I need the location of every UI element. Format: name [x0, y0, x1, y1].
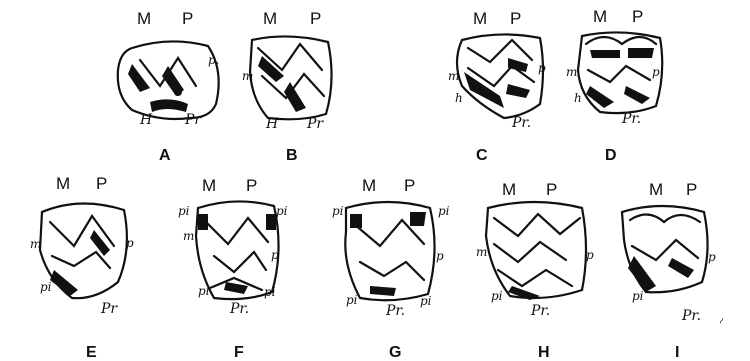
molar-drawing-e: [40, 203, 127, 298]
figure-letter-a: A: [159, 148, 171, 164]
label-p-small-f: p: [271, 249, 279, 261]
label-m-small-f: m: [183, 230, 194, 242]
molar-drawing-d: [578, 32, 662, 113]
label-m-small-d: m: [566, 66, 577, 78]
label-pi-i: pi: [632, 290, 644, 302]
label-m-b: M: [263, 10, 277, 27]
label-h-small-c: h: [455, 92, 463, 104]
molar-drawing-c: [457, 34, 543, 118]
label-p-c: P: [510, 10, 521, 27]
label-p-d: P: [632, 8, 643, 25]
label-p-g: P: [404, 177, 415, 194]
label-pr-a: Pr: [185, 113, 201, 127]
label-pi-bottom-left-g: pi: [346, 294, 358, 306]
label-pi-top-left-g: pi: [332, 205, 344, 217]
molar-drawing-i: [622, 206, 708, 292]
label-m-f: M: [202, 177, 216, 194]
label-m-d: M: [593, 8, 607, 25]
label-p-small-d: p: [652, 66, 660, 78]
label-p-small-c: p: [538, 62, 546, 74]
label-pi-h: pi: [491, 290, 503, 302]
label-h-small-d: h: [574, 92, 582, 104]
figure-letter-d: D: [605, 148, 617, 164]
figure-letter-e: E: [86, 345, 97, 361]
label-h-a: H: [140, 113, 152, 127]
label-m-i: M: [649, 181, 663, 198]
label-pr-e: Pr: [101, 302, 117, 316]
label-p-small-g: p: [436, 250, 444, 262]
label-pi-top-right-f: pi: [276, 205, 288, 217]
label-pi-e: pi: [40, 281, 52, 293]
label-p-small-h: p: [586, 249, 594, 261]
label-pr-h: Pr.: [531, 304, 550, 318]
molar-drawing-a: [118, 41, 219, 119]
label-p-b: P: [310, 10, 321, 27]
label-m-h: M: [502, 181, 516, 198]
label-m-e: M: [56, 175, 70, 192]
molar-drawing-b: [250, 36, 332, 119]
label-pi-bottom-right-g: pi: [420, 295, 432, 307]
label-pr-f: Pr.: [230, 302, 249, 316]
label-pi-top-left-f: pi: [178, 205, 190, 217]
label-m-a: M: [137, 10, 151, 27]
label-m-small-c: m: [448, 70, 459, 82]
figure-letter-i: I: [675, 345, 679, 361]
molar-drawing-h: [486, 202, 586, 300]
label-p-small-a: p.: [208, 54, 220, 66]
label-pi-top-right-g: pi: [438, 205, 450, 217]
figure-letter-h: H: [538, 345, 550, 361]
figure-letter-c: C: [476, 148, 488, 164]
figure-letter-b: B: [286, 148, 298, 164]
label-m-small-h: m: [476, 246, 487, 258]
label-p-e: P: [96, 175, 107, 192]
figure-letter-f: F: [234, 345, 244, 361]
label-m-small-b: m: [242, 70, 253, 82]
label-p-h: P: [546, 181, 557, 198]
label-p-small-i: p: [708, 251, 716, 263]
label-m-small-e: m: [30, 238, 41, 250]
label-p-f: P: [246, 177, 257, 194]
label-pi-bottom-left-f: pi: [198, 285, 210, 297]
label-m-g: M: [362, 177, 376, 194]
label-h-b: H: [266, 117, 278, 131]
label-p-a: P: [182, 10, 193, 27]
label-pr-b: Pr: [307, 117, 323, 131]
label-pr-d: Pr.: [622, 112, 641, 126]
label-pr-g: Pr.: [386, 304, 405, 318]
label-m-c: M: [473, 10, 487, 27]
figure-letter-g: G: [389, 345, 401, 361]
label-p-small-e: p: [126, 237, 134, 249]
molar-drawing-g: [345, 202, 434, 300]
label-pr-c: Pr.: [512, 116, 531, 130]
label-p-i: P: [686, 181, 697, 198]
label-pi-bottom-right-f: pi: [264, 286, 276, 298]
label-pr-i: Pr.: [682, 309, 701, 323]
